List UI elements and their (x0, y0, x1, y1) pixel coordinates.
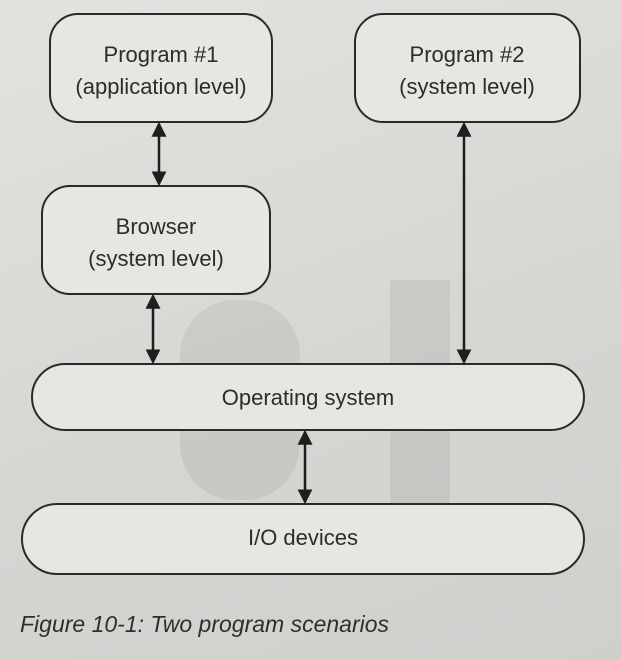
program1-subtitle: (application level) (75, 74, 246, 99)
os-node: Operating system (31, 363, 585, 431)
io-node: I/O devices (21, 503, 585, 575)
program2-node: Program #2 (system level) (354, 13, 581, 123)
io-label: I/O devices (248, 525, 358, 550)
browser-title: Browser (116, 214, 197, 239)
browser-subtitle: (system level) (88, 246, 224, 271)
program1-title: Program #1 (104, 42, 219, 67)
figure-caption: Figure 10-1: Two program scenarios (20, 611, 389, 637)
browser-node: Browser (system level) (41, 185, 271, 295)
program1-node: Program #1 (application level) (49, 13, 273, 123)
program2-title: Program #2 (410, 42, 525, 67)
os-label: Operating system (222, 385, 394, 410)
program2-subtitle: (system level) (399, 74, 535, 99)
